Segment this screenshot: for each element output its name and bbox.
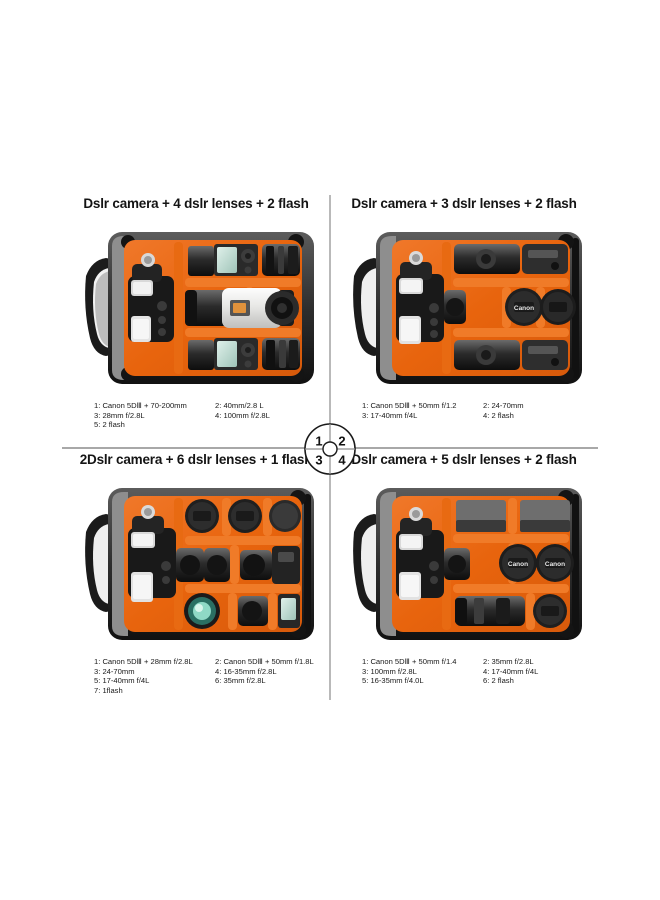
panel-bottom-left: 2Dslr camera + 6 dslr lenses + 1 flash — [62, 452, 330, 704]
panel-title-bottom-left: 2Dslr camera + 6 dslr lenses + 1 flash — [79, 452, 313, 467]
caption-line: 4: 16-35mm f/2.8L — [215, 666, 277, 676]
bag-image-top-right: Canon — [350, 224, 590, 392]
panel-top-right: Dslr camera + 3 dslr lenses + 2 flash — [330, 196, 598, 448]
caption-line: 2: 35mm f/2.8L — [483, 657, 534, 666]
caption-line: 3: 17-40mm f/4L — [362, 410, 418, 420]
caption-line: 1: Canon 5DⅢ + 50mm f/1.4 — [362, 657, 457, 666]
caption-line — [215, 686, 334, 696]
caption-bottom-left: 1: Canon 5DⅢ + 28mm f/2.8L 2: Canon 5DⅢ … — [94, 657, 334, 695]
bag-image-bottom-right: Canon Canon — [350, 480, 590, 648]
panel-title-top-left: Dslr camera + 4 dslr lenses + 2 flash — [83, 196, 309, 211]
quad-label-2: 2 — [338, 433, 345, 448]
caption-line: 5: 16-35mm f/4.0L — [362, 676, 424, 686]
caption-line: 2: Canon 5DⅢ + 50mm f/1.8L — [215, 657, 314, 666]
caption-line: 1: Canon 5DⅢ + 70-200mm — [94, 401, 187, 410]
caption-line: 2: 40mm/2.8 L — [215, 401, 264, 410]
caption-line: 2: 24-70mm — [483, 401, 524, 410]
caption-top-left: 1: Canon 5DⅢ + 70-200mm 2: 40mm/2.8 L 3:… — [94, 401, 334, 430]
caption-line: 3: 24-70mm — [94, 666, 135, 676]
quad-label-1: 1 — [315, 433, 322, 448]
caption-line: 3: 100mm f/2.8L — [362, 666, 417, 676]
caption-line: 6: 35mm f/2.8L — [215, 676, 266, 686]
panel-top-left: Dslr camera + 4 dslr lenses + 2 flash — [62, 196, 330, 448]
caption-line: 3: 28mm f/2.8L — [94, 410, 145, 420]
bag-image-top-left — [82, 224, 322, 392]
panel-title-bottom-right: Dslr camera + 5 dslr lenses + 2 flash — [351, 452, 577, 467]
caption-line: 4: 2 flash — [483, 410, 514, 420]
bag-image-bottom-left — [82, 480, 322, 648]
quadrant-key-badge: 1 2 3 4 — [303, 422, 357, 476]
panel-title-top-right: Dslr camera + 3 dslr lenses + 2 flash — [351, 196, 577, 211]
svg-text:Canon: Canon — [514, 305, 534, 312]
caption-line: 5: 2 flash — [94, 420, 125, 430]
caption-bottom-right: 1: Canon 5DⅢ + 50mm f/1.4 2: 35mm f/2.8L… — [362, 657, 602, 686]
caption-line: 1: Canon 5DⅢ + 50mm f/1.2 — [362, 401, 457, 410]
caption-line: 4: 17-40mm f/4L — [483, 666, 539, 676]
caption-line: 1: Canon 5DⅢ + 28mm f/2.8L — [94, 657, 193, 666]
caption-line: 6: 2 flash — [483, 676, 514, 686]
caption-line: 5: 17-40mm f/4L — [94, 676, 150, 686]
quad-label-4: 4 — [338, 452, 346, 467]
quad-label-3: 3 — [315, 452, 322, 467]
caption-top-right: 1: Canon 5DⅢ + 50mm f/1.2 2: 24-70mm 3: … — [362, 401, 602, 420]
svg-text:Canon: Canon — [545, 561, 565, 568]
svg-text:Canon: Canon — [508, 561, 528, 568]
caption-line: 4: 100mm f/2.8L — [215, 410, 270, 420]
caption-line: 7: 1flash — [94, 685, 123, 695]
panel-bottom-right: Dslr camera + 5 dslr lenses + 2 flash — [330, 452, 598, 704]
